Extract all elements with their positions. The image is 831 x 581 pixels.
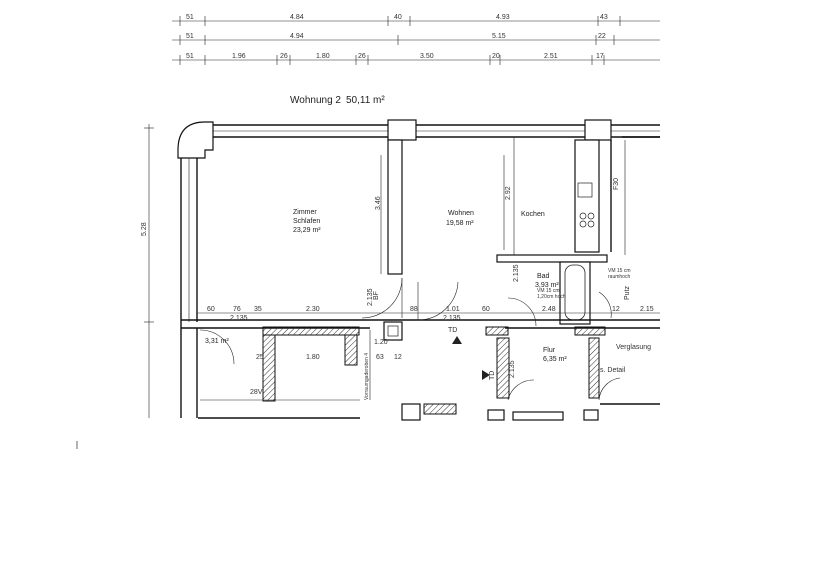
- label-f30: F30: [613, 178, 620, 190]
- bad-name: Bad: [537, 273, 550, 280]
- height-label: 5.28: [141, 222, 148, 236]
- label-63: 63: [376, 354, 384, 361]
- abstell-area: 3,31 m²: [205, 338, 229, 345]
- entry-arrow-right-icon: [482, 370, 490, 380]
- label-td: TD: [448, 327, 457, 334]
- flur-area: 6,35 m²: [543, 356, 567, 363]
- label-180: 1.80: [306, 354, 320, 361]
- dim-r3-2: 26: [280, 53, 288, 60]
- dim-r1-4: 43: [600, 14, 608, 21]
- dimension-chains: 51 4.84 40 4.93 43 51 4.94 5.15 22: [172, 14, 660, 65]
- dim-r3-4: 26: [358, 53, 366, 60]
- apartment-area: 50,11 m²: [346, 95, 385, 106]
- label-60b: 60: [482, 306, 490, 313]
- door-swings: [199, 277, 621, 401]
- label-detail: s. Detail: [600, 367, 626, 374]
- label-vm-bad2: 1,20cm hoch: [537, 294, 566, 300]
- label-vm-kueche: VM 15 cm: [608, 268, 631, 274]
- entry-arrow-up-icon: [452, 336, 462, 344]
- label-2135d: 2.135: [513, 264, 520, 282]
- label-bf: BF: [373, 291, 380, 300]
- dim-r1-2: 40: [394, 14, 402, 21]
- zimmer-name2: Schlafen: [293, 218, 320, 225]
- dim-r2-2: 5.15: [492, 33, 506, 40]
- dim-r2-0: 51: [186, 33, 194, 40]
- label-verglasung: Verglasung: [616, 344, 651, 351]
- label-215: 2.15: [640, 306, 654, 313]
- interior-walls: [180, 137, 660, 421]
- dimension-row-3: 51 1.96 26 1.80 26 3.50 20 2.51 17: [172, 53, 660, 65]
- label-101: 1.01: [446, 306, 460, 313]
- kochen-name: Kochen: [521, 211, 545, 218]
- label-35: 35: [254, 306, 262, 313]
- label-346: 3.46: [375, 196, 382, 210]
- annotation-labels: 3.46 2.92 F30 VM 15 cm 1,20cm hoch VM 15…: [207, 178, 654, 400]
- label-88: 88: [410, 306, 418, 313]
- exterior-walls: [177, 119, 660, 322]
- dim-r2-3: 22: [598, 33, 606, 40]
- label-putz: Putz: [624, 285, 631, 300]
- left-height-dimension: 5.28: [141, 124, 154, 418]
- label-vorraum: Vorraumgaderoben 4: [364, 353, 370, 400]
- zimmer-area: 23,29 m²: [293, 227, 321, 234]
- dim-r2-1: 4.94: [290, 33, 304, 40]
- dimension-row-2: 51 4.94 5.15 22: [172, 33, 660, 45]
- label-60a: 60: [207, 306, 215, 313]
- dim-r1-0: 51: [186, 14, 194, 21]
- dim-r1-1: 4.84: [290, 14, 304, 21]
- label-td2: TD: [489, 371, 496, 380]
- dimension-row-1: 51 4.84 40 4.93 43: [172, 14, 660, 26]
- zimmer-name1: Zimmer: [293, 209, 317, 216]
- label-12b: 12: [394, 354, 402, 361]
- label-76: 76: [233, 306, 241, 313]
- dim-r1-3: 4.93: [496, 14, 510, 21]
- label-2135b: 2.135: [230, 315, 248, 322]
- label-2135a: 2.135: [367, 288, 374, 306]
- label-vm-kueche2: raumhoch: [608, 274, 630, 280]
- wohnen-area: 19,58 m²: [446, 220, 474, 227]
- dim-r3-1: 1.96: [232, 53, 246, 60]
- dim-r3-0: 51: [186, 53, 194, 60]
- wohnen-name: Wohnen: [448, 210, 474, 217]
- label-292: 2.92: [505, 186, 512, 200]
- label-vm-bad: VM 15 cm: [537, 288, 560, 294]
- label-28v: 28V: [250, 389, 263, 396]
- label-2135c: 2.135: [443, 315, 461, 322]
- inner-dimension-lines: [197, 155, 660, 400]
- label-25: 25: [256, 354, 264, 361]
- dim-r3-3: 1.80: [316, 53, 330, 60]
- dim-r3-6: 20: [492, 53, 500, 60]
- label-248: 2.48: [542, 306, 556, 313]
- apartment-name: Wohnung 2: [290, 95, 341, 106]
- flur-name: Flur: [543, 347, 556, 354]
- room-labels: Zimmer Schlafen 23,29 m² Wohnen 19,58 m²…: [205, 209, 567, 363]
- dim-r3-5: 3.50: [420, 53, 434, 60]
- dim-r3-8: 17: [596, 53, 604, 60]
- dim-r3-7: 2.51: [544, 53, 558, 60]
- label-12: 12: [612, 306, 620, 313]
- label-120: 1.20: [374, 339, 388, 346]
- bad-area: 3,93 m²: [535, 282, 559, 289]
- label-230: 2.30: [306, 306, 320, 313]
- label-2135e: 2.135: [509, 360, 516, 378]
